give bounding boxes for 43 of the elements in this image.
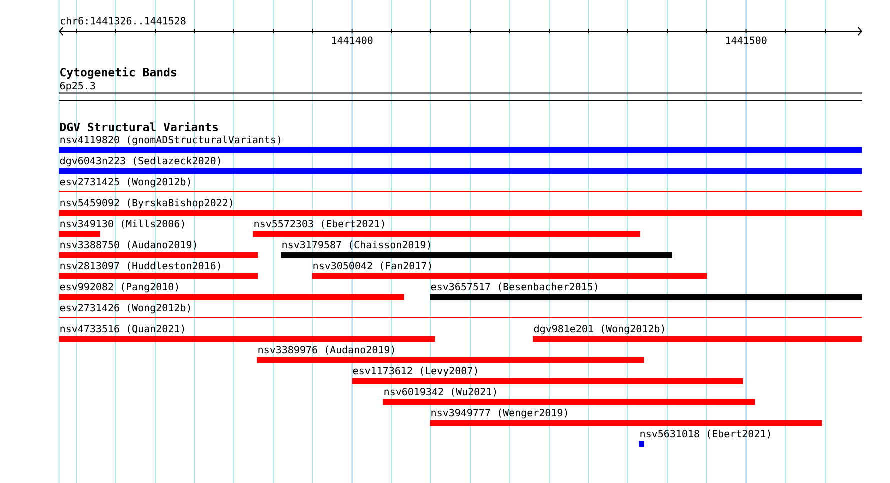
cytoband: 6p25.3 <box>58 82 863 102</box>
variant-bar: nsv3179587 (Chaisson2019) <box>281 240 672 258</box>
node-label: esv992082 (Pang2010) <box>60 282 178 293</box>
node-label: dgv6043n223 (Sedlazeck2020) <box>60 156 220 167</box>
node-label: nsv3050042 (Fan2017) <box>314 262 432 271</box>
variant-bar: nsv3949777 (Wenger2019) <box>430 408 822 426</box>
node-label: nsv349130 (Mills2006) <box>60 220 184 229</box>
variant-bar: nsv2813097 (Huddleston2016) <box>59 262 258 280</box>
node-label: nsv3949777 (Wenger2019) <box>432 408 568 419</box>
variant-bar: nsv4733516 (Quan2021) <box>59 324 436 342</box>
node-label: esv3657517 (Besenbacher2015) <box>431 282 598 292</box>
node-label: nsv5459092 (ByrskaBishop2022) <box>60 198 232 209</box>
variant-bar: nsv3389976 (Audano2019) <box>257 346 644 364</box>
variant-bar: esv3657517 (Besenbacher2015) <box>430 282 862 300</box>
variant-bar: nsv3388750 (Audano2019) <box>59 240 258 258</box>
variant-bar: nsv5572303 (Ebert2021) <box>253 220 640 238</box>
variant-bar: dgv6043n223 (Sedlazeck2020) <box>59 156 862 174</box>
variant-bar: dgv981e201 (Wong2012b) <box>533 324 862 342</box>
track-title: DGV Structural Variants <box>60 122 218 132</box>
ruler-label: chr6:1441326..1441528 <box>60 17 186 25</box>
node-label: nsv4119820 (gnomADStructuralVariants) <box>60 136 280 146</box>
variant-line: esv2731426 (Wong2012b) <box>59 304 862 318</box>
tick-label: 1441500 <box>726 36 767 44</box>
node-label: dgv981e201 (Wong2012b) <box>534 324 664 335</box>
node-label: nsv4733516 (Quan2021) <box>60 324 184 334</box>
variant-bar: nsv4119820 (gnomADStructuralVariants) <box>59 136 862 154</box>
node-label: nsv6019342 (Wu2021) <box>384 388 496 397</box>
node-label: nsv3388750 (Audano2019) <box>60 240 196 250</box>
variant-bar: nsv5631018 (Ebert2021) <box>639 430 770 448</box>
variant-bar: esv1173612 (Levy2007) <box>352 366 744 384</box>
node-label: nsv5572303 (Ebert2021) <box>254 220 384 229</box>
node-label: nsv3179587 (Chaisson2019) <box>282 240 430 250</box>
variant-bar: nsv5459092 (ByrskaBishop2022) <box>59 198 862 216</box>
tick-label: 1441400 <box>332 36 373 44</box>
variant-line: esv2731425 (Wong2012b) <box>59 178 862 192</box>
variant-bar: esv992082 (Pang2010) <box>59 282 404 300</box>
node-label: nsv2813097 (Huddleston2016) <box>60 262 220 271</box>
variant-bar: nsv6019342 (Wu2021) <box>383 388 756 406</box>
variant-bar: nsv349130 (Mills2006) <box>59 220 184 238</box>
variant-bar: nsv3050042 (Fan2017) <box>312 262 708 280</box>
node-label: nsv5631018 (Ebert2021) <box>640 430 770 439</box>
node-label: nsv3389976 (Audano2019) <box>258 346 394 355</box>
node-label: esv1173612 (Levy2007) <box>353 366 478 377</box>
